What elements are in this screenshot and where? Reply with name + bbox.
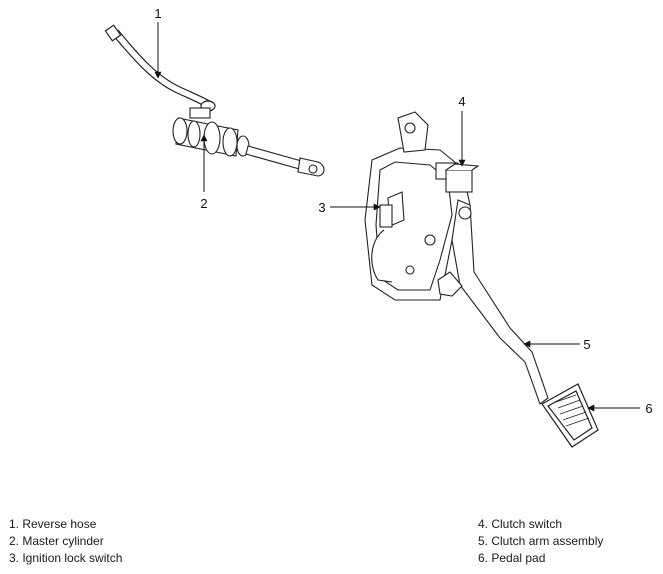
legend-item-clutch-switch: 4. Clutch switch: [478, 517, 563, 531]
callout-4: 4: [458, 94, 465, 109]
legend-item-reverse-hose: 1. Reverse hose: [9, 517, 97, 531]
legend-item-clutch-arm-assembly: 5. Clutch arm assembly: [478, 534, 604, 548]
legend-item-master-cylinder: 2. Master cylinder: [9, 534, 104, 548]
callout-2: 2: [200, 196, 207, 211]
callout-leaders: [154, 22, 640, 412]
legend-left: 1. Reverse hose 2. Master cylinder 3. Ig…: [9, 516, 122, 567]
callout-3: 3: [318, 200, 325, 215]
legend-item-ignition-lock-switch: 3. Ignition lock switch: [9, 551, 123, 565]
legend-item-pedal-pad: 6. Pedal pad: [478, 551, 546, 565]
reverse-hose: [104, 24, 216, 112]
master-cylinder: [172, 107, 325, 177]
clutch-switch: [435, 162, 480, 193]
callout-5: 5: [583, 337, 590, 352]
pedal-pad: [541, 383, 599, 448]
legend-right: 4. Clutch switch 5. Clutch arm assembly …: [478, 516, 603, 567]
callout-1: 1: [154, 6, 161, 21]
clutch-arm: [437, 199, 549, 405]
clutch-pedal-diagram: 1 2 3 4 5 6: [104, 6, 653, 448]
pedal-bracket: [364, 111, 471, 301]
callout-6: 6: [645, 401, 652, 416]
